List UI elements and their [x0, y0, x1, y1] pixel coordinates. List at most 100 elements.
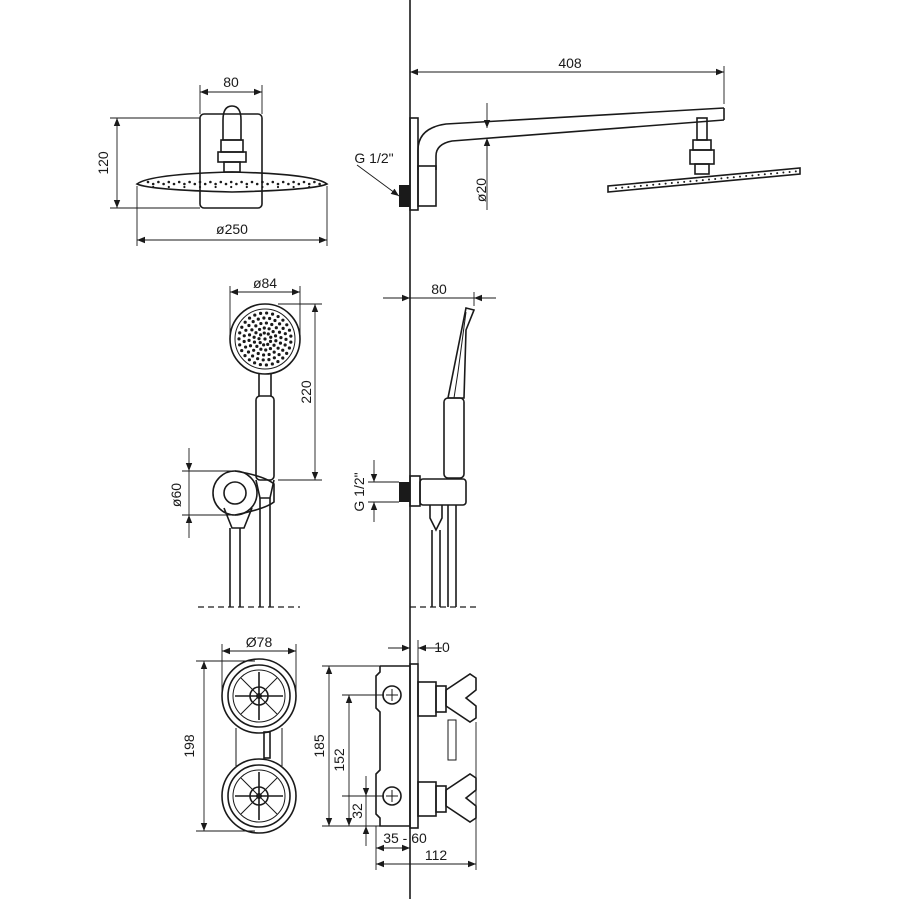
nozzle-dot	[732, 176, 735, 179]
nozzle-dot	[261, 358, 265, 362]
dim-hand-side-depth: 80	[431, 281, 447, 297]
nozzle-dot	[268, 316, 272, 321]
nozzle-dot	[198, 185, 202, 189]
nozzle-dot	[276, 182, 280, 186]
nozzle-dot	[250, 180, 254, 184]
upper-handle	[221, 658, 297, 734]
nozzle-dot	[273, 334, 278, 338]
dim-overhead-diameter: ø250	[216, 221, 248, 237]
nozzle-dot	[258, 311, 263, 315]
dim-wall-offset: 10	[434, 639, 450, 655]
nozzle-dot	[247, 316, 252, 320]
nozzle-dot	[285, 351, 289, 355]
nozzle-dot	[263, 337, 267, 341]
nozzle-dot	[788, 170, 791, 173]
nozzle-dot	[152, 185, 155, 189]
dim-overhead-height: 120	[95, 151, 111, 175]
nozzle-dot	[708, 178, 710, 181]
dim-embed-depth: 35 - 60	[383, 830, 427, 846]
nozzle-dot	[167, 180, 171, 184]
nozzle-dot	[281, 348, 285, 352]
nozzle-dot	[177, 180, 181, 184]
nozzle-dot	[279, 336, 283, 340]
nozzle-dot	[243, 320, 247, 324]
nozzle-dot	[266, 332, 270, 336]
nozzle-dot	[267, 352, 271, 357]
nozzle-dot	[238, 343, 242, 347]
nozzle-dot	[757, 173, 760, 176]
nozzle-dot	[658, 183, 661, 186]
nozzle-dot	[281, 326, 285, 330]
nozzle-dot	[302, 180, 306, 184]
nozzle-dot	[285, 323, 289, 327]
nozzle-dot	[776, 172, 779, 175]
nozzle-dot	[267, 327, 271, 331]
dim-overhead-width: 80	[223, 74, 239, 90]
dim-hand-diameter: ø84	[253, 275, 277, 291]
nozzle-dot	[683, 180, 686, 183]
nozzle-dot	[664, 182, 667, 185]
nozzle-dot	[627, 186, 630, 189]
nozzle-dot	[261, 180, 264, 184]
dim-axis-bottom: 32	[349, 803, 365, 819]
nozzle-dot	[162, 182, 165, 186]
nozzle-dot	[292, 185, 295, 189]
nozzle-dot	[247, 358, 251, 362]
nozzle-dot	[281, 180, 285, 184]
hand-shower-front-view	[182, 286, 322, 608]
nozzle-dot	[763, 173, 766, 176]
nozzle-dot	[307, 182, 311, 186]
nozzle-dot	[283, 343, 287, 347]
nozzle-dot	[714, 177, 717, 180]
nozzle-dot	[276, 346, 280, 350]
nozzle-dot	[287, 328, 292, 332]
nozzle-dot	[277, 352, 281, 357]
nozzle-dot	[639, 184, 642, 187]
nozzle-dot	[244, 345, 248, 349]
nozzle-dot	[313, 180, 316, 184]
nozzle-dot	[264, 348, 268, 352]
nozzle-dot	[633, 185, 636, 188]
nozzle-dot	[235, 182, 238, 186]
nozzle-dot	[240, 325, 244, 329]
nozzle-dot	[266, 342, 270, 346]
nozzle-dot	[268, 339, 273, 343]
nozzle-dot	[272, 356, 276, 360]
nozzle-dot	[297, 182, 301, 186]
nozzle-dot	[255, 182, 259, 186]
nozzle-dot	[257, 337, 261, 341]
nozzle-dot	[289, 334, 293, 338]
dim-arm-pipe: ø20	[473, 178, 489, 202]
nozzle-dot	[253, 313, 257, 317]
nozzle-dot	[252, 340, 257, 344]
nozzle-dot	[230, 185, 233, 189]
nozzle-dot	[270, 312, 275, 316]
nozzle-dot	[284, 337, 288, 341]
nozzle-dot	[255, 344, 259, 349]
nozzle-dot	[256, 351, 260, 356]
nozzle-dot	[751, 174, 754, 177]
nozzle-dot	[188, 180, 191, 184]
nozzle-dot	[283, 332, 287, 336]
nozzle-dot	[670, 182, 673, 185]
dim-arm-thread: G 1/2"	[354, 150, 393, 166]
nozzle-dot	[251, 354, 255, 358]
nozzle-dot	[214, 185, 217, 189]
dim-handle-diameter: Ø78	[246, 634, 273, 650]
nozzle-dot	[245, 182, 249, 186]
nozzle-dot	[281, 318, 285, 322]
nozzle-dot	[259, 347, 263, 351]
nozzle-dot	[269, 335, 273, 339]
nozzle-dot	[250, 328, 254, 332]
nozzle-dot	[258, 362, 262, 367]
dim-valve-height: 198	[181, 734, 197, 758]
nozzle-dot	[257, 327, 262, 332]
dim-total-depth: 112	[425, 847, 448, 863]
nozzle-dot	[272, 343, 276, 347]
dim-hand-length: 220	[298, 380, 314, 404]
nozzle-dot	[167, 185, 170, 189]
nozzle-dot	[251, 320, 255, 324]
nozzle-dot	[214, 182, 217, 186]
nozzle-dot	[292, 180, 295, 184]
nozzle-dot	[261, 185, 264, 189]
